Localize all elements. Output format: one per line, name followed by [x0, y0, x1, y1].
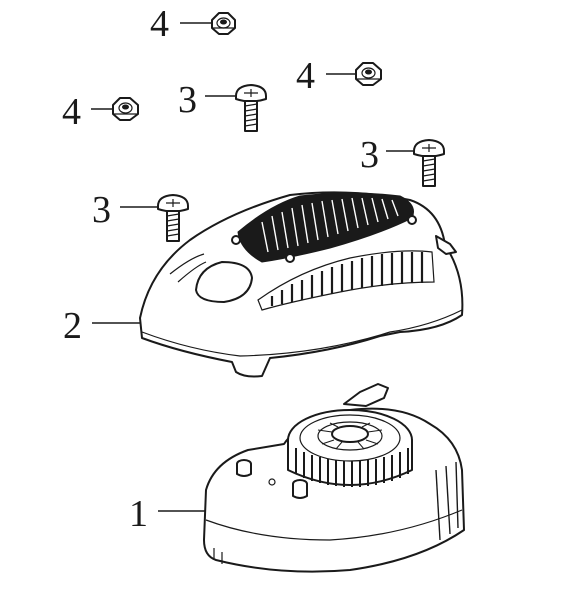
callout-nut-top: 4	[150, 3, 169, 45]
pan-head-screw-center	[235, 84, 267, 132]
pan-head-screw-left	[157, 194, 189, 242]
callout-base-housing: 1	[129, 493, 148, 535]
side-vent-fins	[270, 252, 424, 306]
fan-fins	[295, 448, 409, 487]
pan-head-screw-right	[413, 139, 445, 187]
flange-nut-top	[211, 12, 236, 35]
callout-screw-left: 3	[92, 189, 111, 231]
callout-screw-center: 3	[178, 79, 197, 121]
callout-nut-right: 4	[296, 55, 315, 97]
flange-nut-left	[112, 97, 139, 121]
rear-ribs	[435, 461, 459, 541]
top-cover	[139, 191, 464, 378]
flange-nut-right	[355, 62, 382, 86]
callout-screw-right: 3	[360, 134, 379, 176]
callout-nut-left: 4	[62, 91, 81, 133]
callout-top-cover: 2	[63, 305, 82, 347]
fan-inner-spokes	[317, 422, 383, 450]
top-grille-slots	[261, 197, 399, 253]
base-housing	[203, 383, 465, 573]
